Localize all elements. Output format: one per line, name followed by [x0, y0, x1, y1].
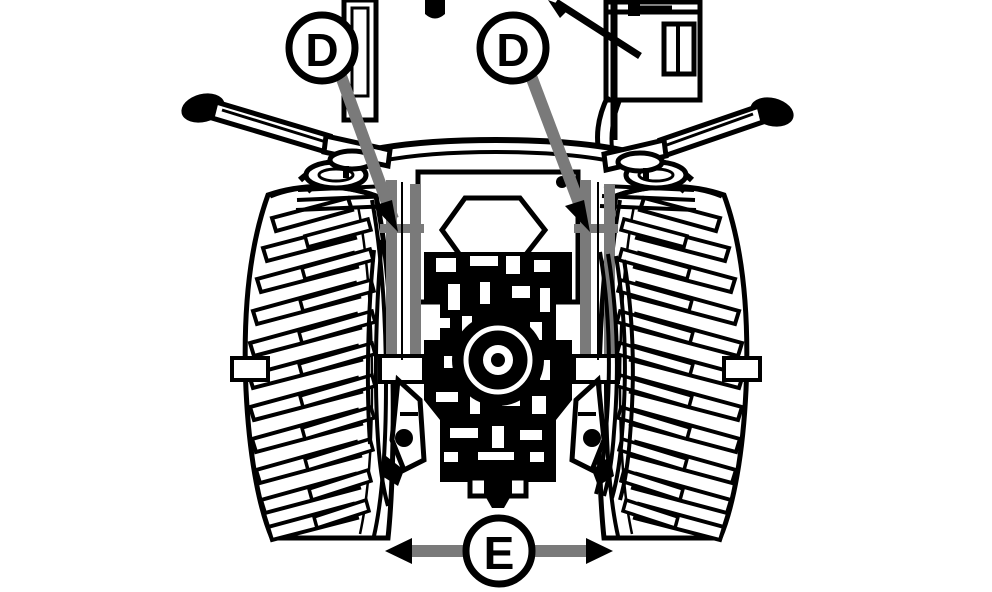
callout-D-right[interactable]: D	[476, 11, 591, 232]
callout-E-circle[interactable]	[462, 514, 536, 588]
callout-E-right-arrowhead	[586, 538, 613, 564]
callout-D-left-arrowhead	[373, 200, 398, 232]
rear-axle-assembly	[424, 252, 572, 508]
right-rear-tire	[596, 184, 762, 543]
callout-E-label: E	[484, 527, 515, 579]
callout-E-left-shaft	[400, 545, 463, 557]
left-rear-tire	[230, 184, 396, 543]
callout-D-left-circle[interactable]	[285, 11, 359, 85]
callout-E-right-shaft	[535, 545, 598, 557]
left-lower-link	[382, 374, 427, 486]
hydraulic-hose-bundle	[594, 251, 635, 501]
callout-E-left-arrowhead	[385, 538, 412, 564]
callout-D-left-leader	[335, 73, 399, 222]
callout-D-left-label: D	[305, 24, 338, 76]
rops-frame	[341, 0, 703, 149]
left-chassis-lines	[365, 239, 390, 507]
callout-D-right-leader	[525, 73, 591, 222]
callout-D-right-arrowhead	[565, 200, 590, 232]
callout-D-left[interactable]: D	[285, 11, 399, 232]
callout-E-track-width[interactable]: E	[385, 514, 613, 588]
callout-D-right-label: D	[496, 24, 529, 76]
callout-D-right-circle[interactable]	[476, 11, 550, 85]
right-rear-view-mirror	[601, 97, 794, 180]
pto-shield	[484, 494, 512, 508]
